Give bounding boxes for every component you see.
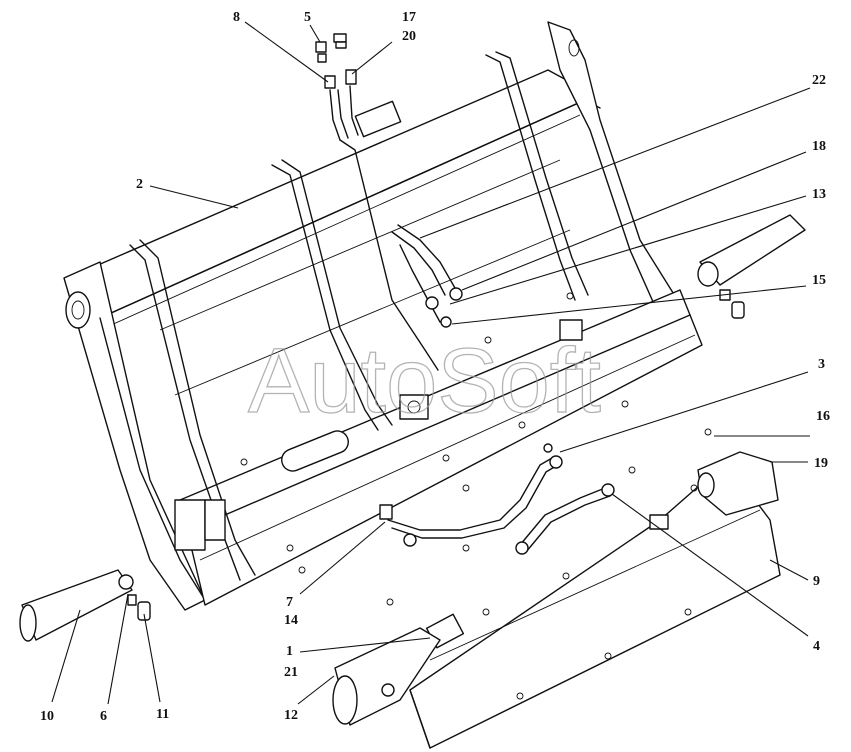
carriage-frame — [63, 21, 703, 611]
callout-1: 1 — [286, 644, 293, 659]
callout-2: 2 — [136, 177, 143, 192]
callout-14: 14 — [284, 613, 298, 628]
callout-9: 9 — [813, 574, 820, 589]
leader-lines — [51, 21, 811, 705]
right-pin — [697, 214, 806, 319]
right-cylinder — [697, 428, 779, 516]
left-pin — [19, 569, 151, 642]
callout-numbers: 8 5 17 20 22 18 13 15 2 3 16 19 9 4 7 14… — [40, 10, 830, 724]
watermark-text: AutoSoft — [248, 330, 601, 432]
top-fittings — [315, 33, 359, 141]
callout-7: 7 — [286, 595, 293, 610]
callout-4: 4 — [813, 639, 820, 654]
callout-22: 22 — [812, 73, 826, 88]
callout-11: 11 — [156, 707, 169, 722]
callout-20: 20 — [402, 29, 416, 44]
callout-13: 13 — [812, 187, 826, 202]
callout-15: 15 — [812, 273, 826, 288]
callout-8: 8 — [233, 10, 240, 25]
callout-12: 12 — [284, 708, 298, 723]
callout-17: 17 — [402, 10, 416, 25]
callout-16: 16 — [816, 409, 830, 424]
callout-6: 6 — [100, 709, 107, 724]
callout-5: 5 — [304, 10, 311, 25]
fasteners — [240, 292, 698, 700]
hydraulic-tubes — [379, 443, 615, 555]
callout-21: 21 — [284, 665, 298, 680]
callout-19: 19 — [814, 456, 828, 471]
callout-3: 3 — [818, 357, 825, 372]
left-cylinder — [332, 627, 441, 726]
bottom-cover-plate — [409, 479, 781, 749]
inner-hoses — [391, 224, 463, 328]
callout-10: 10 — [40, 709, 54, 724]
callout-18: 18 — [812, 139, 826, 154]
